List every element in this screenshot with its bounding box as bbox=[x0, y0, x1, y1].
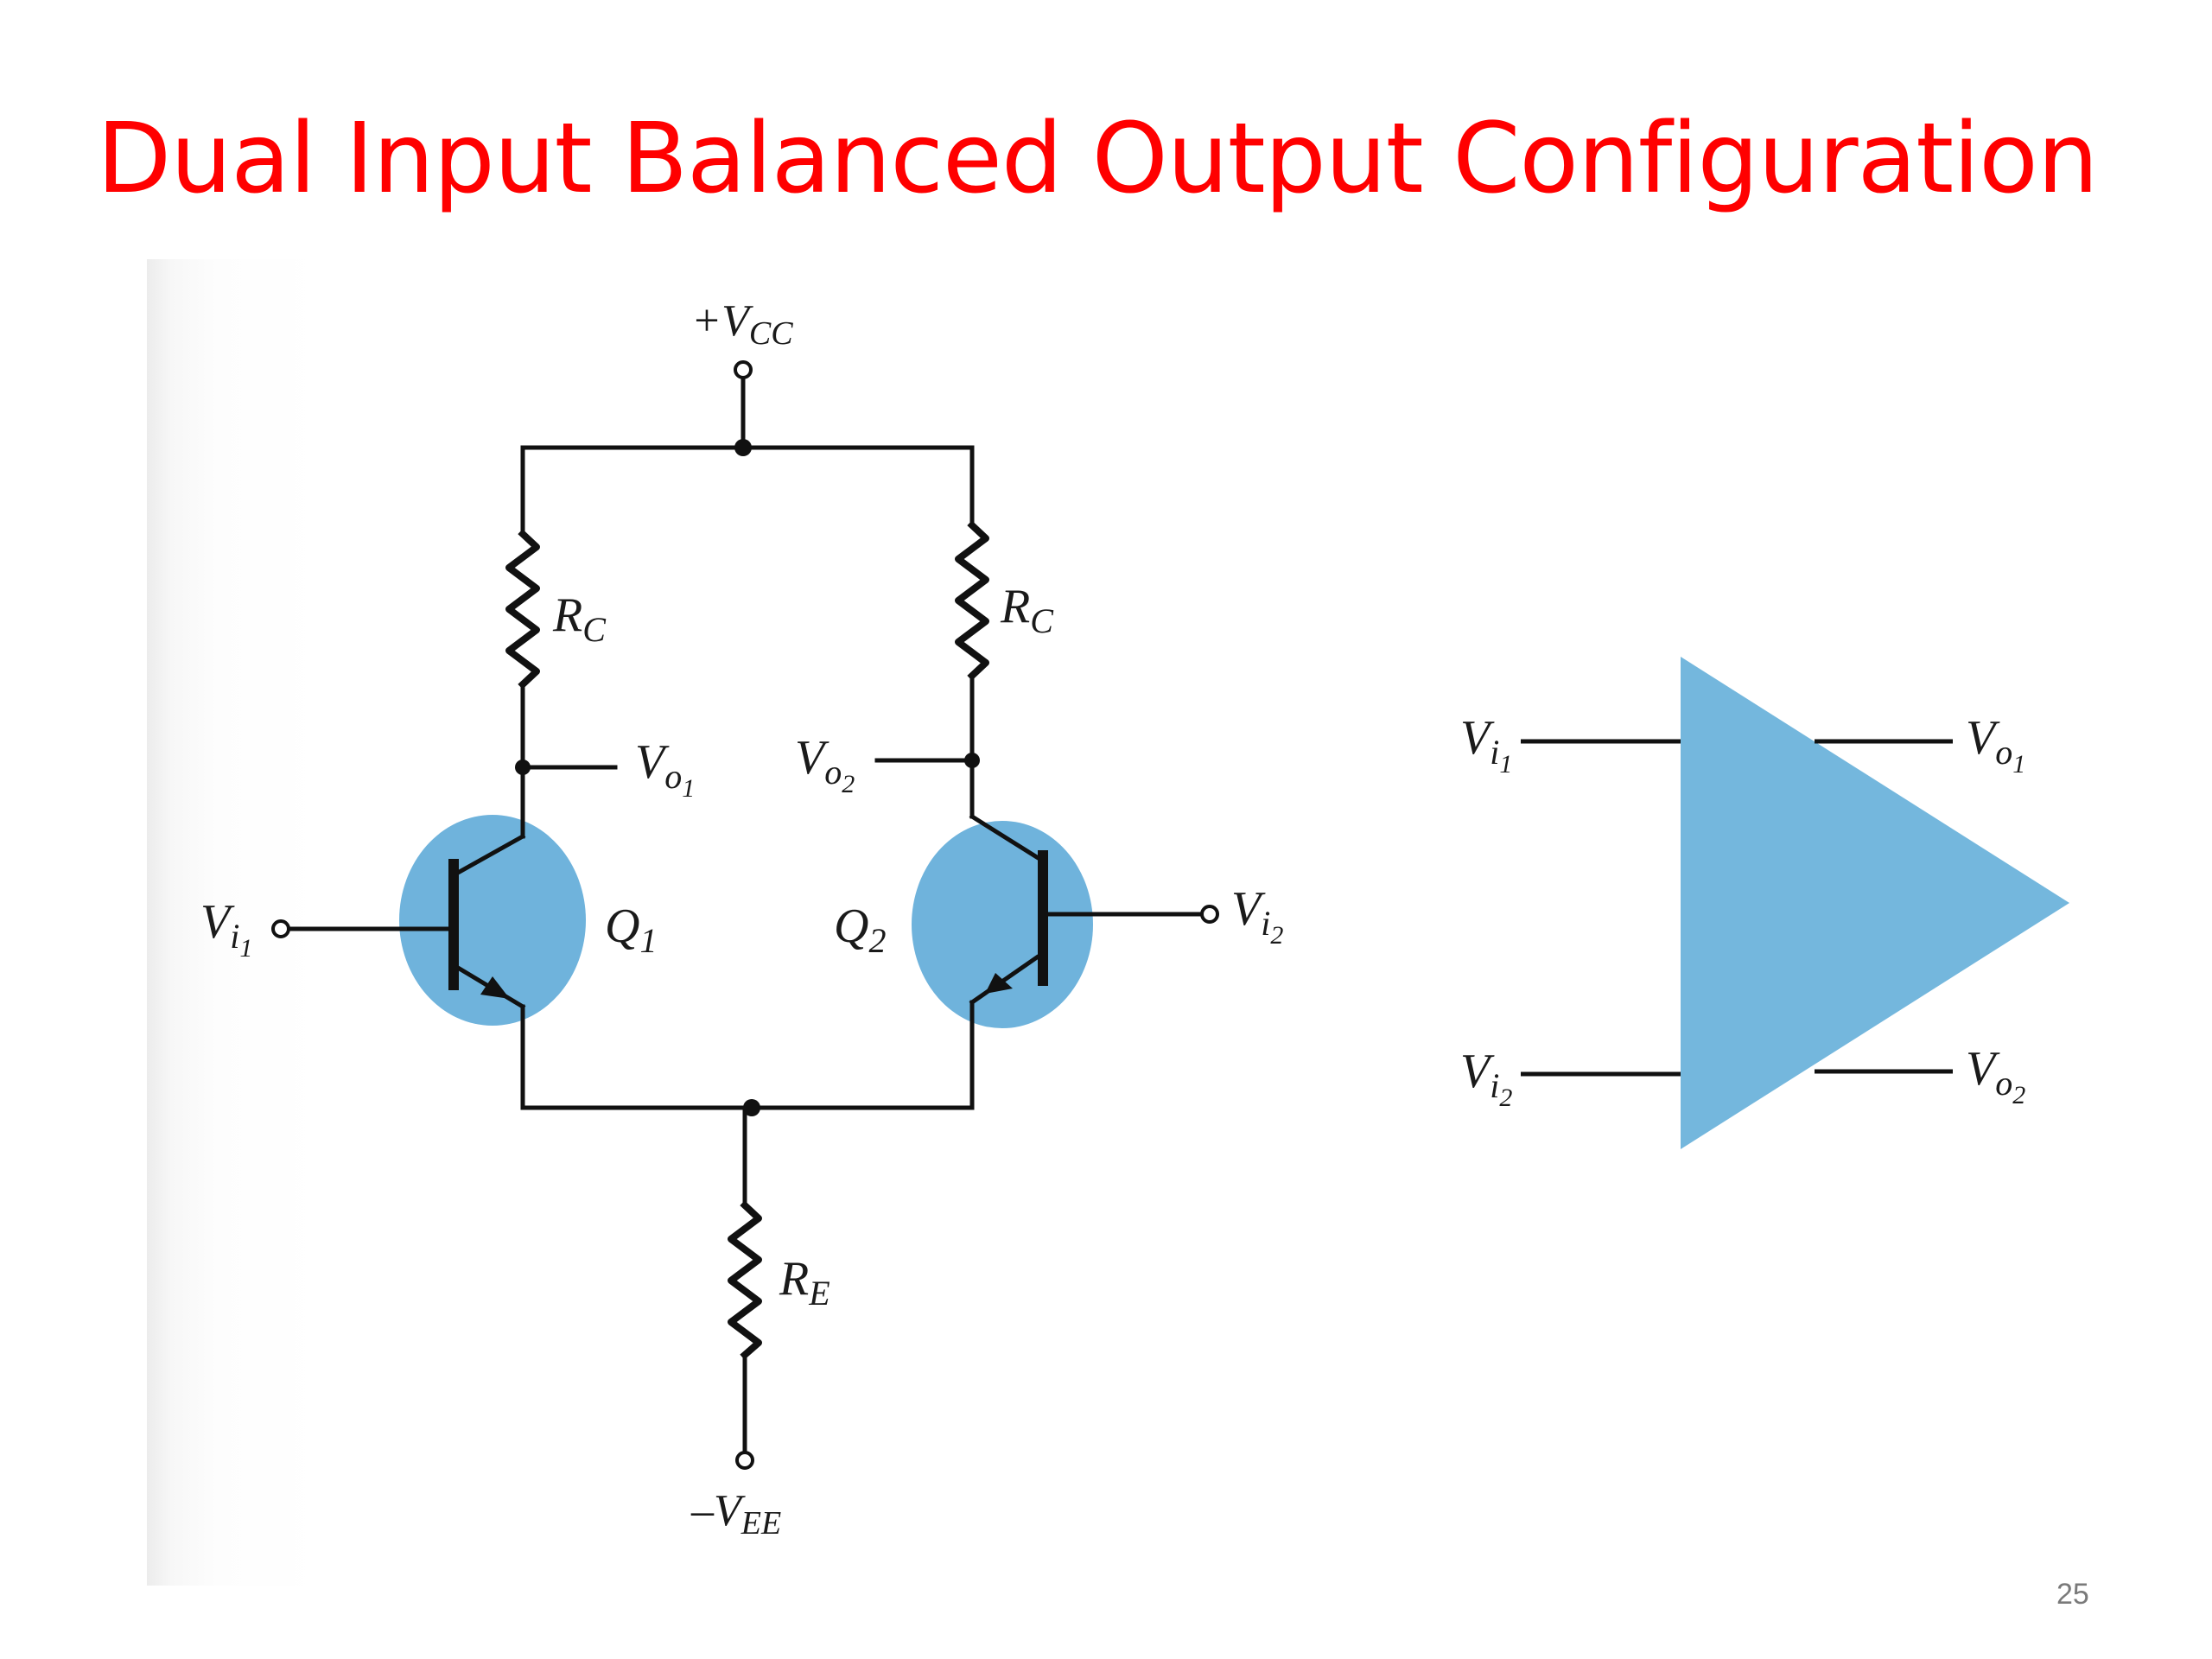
vcc-junction bbox=[734, 439, 752, 456]
rc-left-label: RC bbox=[552, 588, 607, 649]
q1-collector-lead bbox=[454, 833, 526, 876]
q2-collector-lead bbox=[969, 813, 1040, 861]
vee-terminal bbox=[735, 1451, 754, 1470]
vee-label: –VEE bbox=[690, 1486, 781, 1541]
re-label: RE bbox=[779, 1252, 830, 1313]
block-vi1-label: Vi1 bbox=[1460, 711, 1512, 779]
vi2-terminal bbox=[1200, 905, 1219, 924]
rc-right-label: RC bbox=[1000, 580, 1054, 640]
q2-highlight bbox=[912, 821, 1093, 1028]
rc-left-resistor bbox=[505, 529, 540, 690]
page-number: 25 bbox=[2056, 1578, 2089, 1611]
vo1-junction bbox=[515, 760, 531, 775]
vcc-label: +VCC bbox=[691, 296, 793, 352]
vo2-junction bbox=[964, 753, 980, 768]
block-vo2-label: Vo2 bbox=[1966, 1042, 2025, 1109]
scanned-figure-background bbox=[147, 259, 1495, 1586]
q2-label: Q2 bbox=[834, 899, 886, 960]
q1-label: Q1 bbox=[605, 899, 657, 960]
vo1-label: Vo1 bbox=[635, 735, 695, 803]
vcc-terminal bbox=[734, 360, 753, 379]
vi1-terminal bbox=[271, 919, 290, 938]
q2-emitter-arrow bbox=[985, 973, 1013, 994]
block-vi2-label: Vi2 bbox=[1460, 1045, 1512, 1112]
vo2-label: Vo2 bbox=[795, 731, 855, 798]
re-resistor bbox=[728, 1200, 762, 1360]
q1-emitter-arrow bbox=[480, 976, 510, 999]
rc-right-resistor bbox=[955, 520, 989, 681]
slide-title: Dual Input Balanced Output Configuration bbox=[97, 103, 2099, 215]
block-vo1-label: Vo1 bbox=[1966, 711, 2025, 779]
emitter-junction bbox=[743, 1099, 760, 1116]
q1-highlight bbox=[399, 815, 586, 1026]
amplifier-triangle bbox=[1681, 657, 2069, 1149]
vi1-label: Vi1 bbox=[200, 895, 252, 963]
vi2-label: Vi2 bbox=[1231, 882, 1283, 950]
q2-emitter-lead bbox=[969, 954, 1040, 1006]
